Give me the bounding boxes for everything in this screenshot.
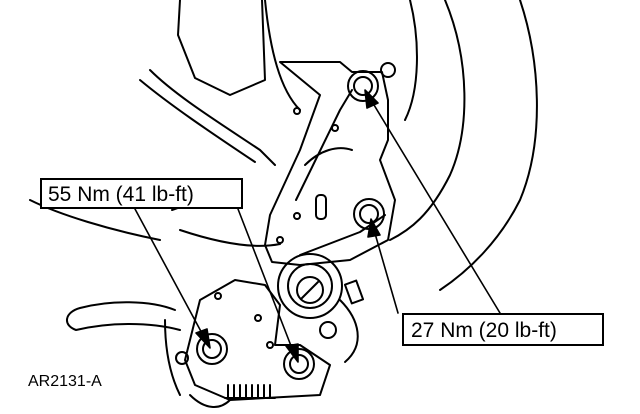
arrowhead-middle-right [367,218,381,238]
main-plate-outline [264,61,396,266]
plate-hole-3 [293,212,301,220]
pivot-inner [296,276,324,304]
lower-bracket-hole-3 [266,341,274,349]
figure-id-label: AR2131-A [28,373,102,390]
arrowhead-lower-left [195,328,211,349]
upper-curve-left [264,0,301,111]
lower-middle-bolt-washer [283,348,315,380]
top-small-ring [380,62,396,78]
lower-middle-bolt-head [289,354,309,374]
torque-callout-lower-bolts: 55 Nm (41 lb-ft) [40,178,243,209]
torque-callout-upper-bolts: 27 Nm (20 lb-ft) [402,313,604,346]
latch-arm [339,299,359,363]
top-left-tab [177,0,266,96]
lever-stem [164,319,181,396]
lower-bracket-hole-1 [214,292,222,300]
upper-right-bolt-head [353,76,373,96]
upper-right-bolt-washer [347,70,379,102]
left-sweep-curve [149,69,276,166]
lever-ring [175,351,189,365]
housing-outer-curve [389,0,466,241]
latch-ring [319,321,337,339]
arrowhead-lower-middle [285,343,299,363]
pivot-side-block [343,279,365,305]
middle-right-bolt-head [359,204,379,224]
pivot-slot [301,281,319,299]
bottom-spring [189,394,231,408]
pivot-outer [277,253,343,319]
leader-lines [134,89,501,363]
plate-hole-2 [331,124,339,132]
left-sweep-curve-2 [139,79,256,163]
main-plate-inner-edge [295,89,353,201]
lever-handle [66,301,181,331]
plate-hole-1 [293,107,301,115]
housing-inner-curve [404,0,418,121]
lower-left-bolt-washer [196,333,228,365]
middle-right-bolt-washer [353,198,385,230]
left-wavy-edge [179,229,281,247]
arrowhead-upper-right [364,89,379,109]
housing-right-edge [439,0,538,291]
main-plate-bevel [299,214,386,256]
ratchet-teeth [227,384,271,399]
lower-left-bolt-head [202,339,222,359]
plate-hole-4 [276,236,284,244]
plate-slot [304,147,353,166]
lower-bracket-outline [184,279,331,401]
lower-bracket-hole-2 [254,314,262,322]
plate-slot-rect [315,194,327,220]
pivot-middle [287,263,333,309]
